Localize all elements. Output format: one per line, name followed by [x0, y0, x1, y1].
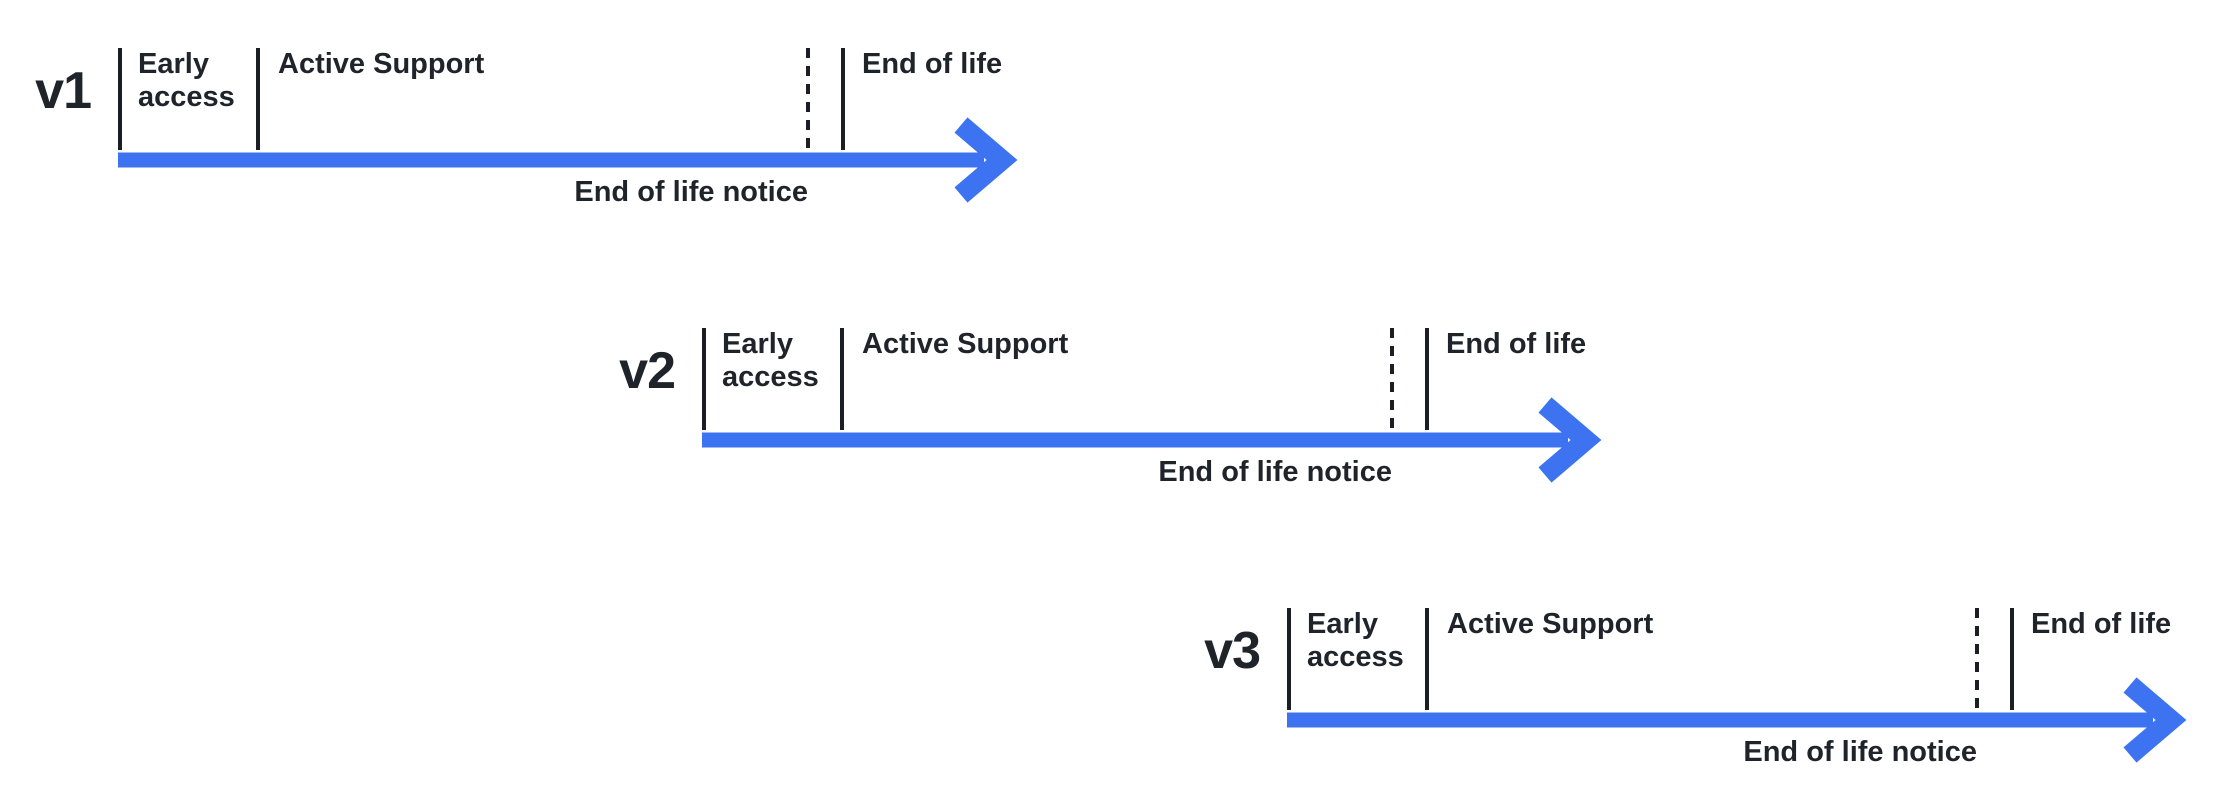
- end-of-life-label: End of life: [2031, 608, 2172, 640]
- timeline-arrow-head: [1538, 397, 1602, 483]
- timeline-arrow-head: [2123, 677, 2187, 763]
- active-support-label: Active Support: [1447, 608, 1654, 640]
- timeline-arrow-graphic: [1287, 608, 2187, 763]
- timeline-arrow-graphic: [702, 328, 1602, 483]
- end-of-life-notice-label: End of life notice: [574, 176, 808, 208]
- end-of-life-notice-label: End of life notice: [1743, 736, 1977, 768]
- early-access-label: Early access: [1307, 608, 1404, 673]
- timeline-row-v1: v1 Early access Active Support End of li…: [35, 48, 1078, 258]
- version-label: v3: [1204, 622, 1261, 680]
- active-support-label: Active Support: [862, 328, 1069, 360]
- early-access-label: Early access: [138, 48, 235, 113]
- end-of-life-label: End of life: [862, 48, 1003, 80]
- timeline-row-v2: v2 Early access Active Support End of li…: [619, 328, 1662, 538]
- active-support-label: Active Support: [278, 48, 485, 80]
- version-label: v1: [35, 62, 92, 120]
- early-access-label: Early access: [722, 328, 819, 393]
- timeline-arrow-graphic: [118, 48, 1018, 203]
- timeline-row-v3: v3 Early access Active Support End of li…: [1204, 608, 2228, 812]
- end-of-life-notice-label: End of life notice: [1158, 456, 1392, 488]
- timeline-arrow-head: [954, 117, 1018, 203]
- version-label: v2: [619, 342, 676, 400]
- end-of-life-label: End of life: [1446, 328, 1587, 360]
